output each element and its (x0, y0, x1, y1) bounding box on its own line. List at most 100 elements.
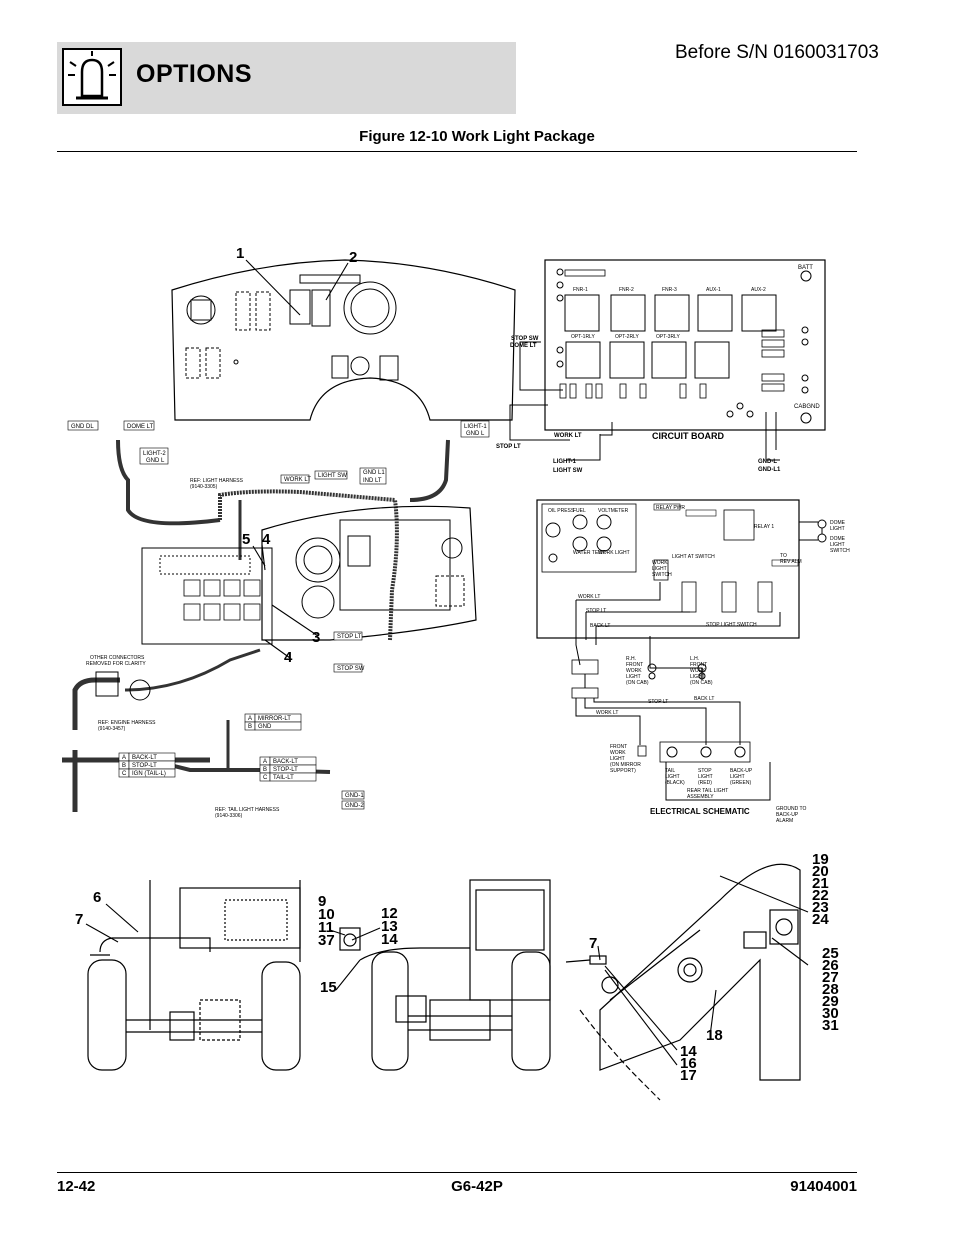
label-work-lt-cb: WORK LT (554, 433, 582, 439)
pin-circuit: STOP-LT (273, 767, 298, 773)
schematic-labels: ELECTRICAL SCHEMATIC RELAY PWR RELAY 1 L… (578, 505, 774, 816)
label-stop-lt-sch: STOP LT (586, 608, 606, 614)
pin-letter: A (248, 716, 252, 722)
label-lh-front-work-light: L.H. (690, 656, 699, 662)
label-stop-lt-lower: STOP LT (648, 699, 668, 705)
schematic-multiline-labels: DOMELIGHTDOMELIGHTSWITCHWORKLIGHTSWITCHT… (548, 508, 850, 824)
relay-label: AUX-2 (751, 287, 766, 293)
callout-31: 31 (822, 1017, 839, 1034)
callout-37: 37 (318, 932, 335, 949)
callout-17: 17 (680, 1067, 697, 1084)
table-cell (254, 721, 302, 731)
label-rh-front-work-light: WORK (626, 668, 642, 674)
label-backup-light: BACK-UP (730, 768, 753, 774)
boom-side-view (565, 863, 801, 1101)
label-rh-front-work-light: LIGHT (626, 674, 641, 680)
table-cell (269, 772, 317, 782)
label-front-work-light: LIGHT (610, 756, 625, 762)
label-gnd-l: GND L (146, 458, 165, 464)
table-cell (128, 768, 176, 778)
callout-11: 11 (318, 919, 334, 936)
callout-4: 4 (262, 531, 271, 548)
label-light-at-switch: LIGHT AT SWITCH (672, 554, 715, 560)
callout-numbers: 1 2 5 4 3 4 6 7 7 15 18 (75, 245, 723, 1044)
callout-23: 23 (812, 899, 829, 916)
label-work-light-switch: WORK (652, 560, 668, 566)
serial-number-note: Before S/N 0160031703 (675, 42, 879, 63)
label-light-1: LIGHT-1 (464, 424, 487, 430)
callout-24: 24 (812, 911, 829, 928)
label-ground-backup-alarm: BACK-UP (776, 812, 799, 818)
callout-25: 25 (822, 945, 839, 962)
schematic-title: ELECTRICAL SCHEMATIC (650, 807, 750, 816)
label-dome-lt: DOME LT (127, 424, 154, 430)
pin-letter: A (122, 755, 126, 761)
gauge-label: VOLTMETER (598, 508, 629, 514)
label-front-work-light: WORK (610, 750, 626, 756)
pin-letter: C (263, 775, 268, 781)
callout-29: 29 (822, 993, 839, 1010)
callout-28: 28 (822, 981, 839, 998)
callout-30: 30 (822, 1005, 839, 1022)
callout-14: 14 (680, 1043, 697, 1060)
header-bar (57, 42, 516, 114)
section-title: OPTIONS (136, 60, 253, 88)
label-cabgnd: CABGND (794, 404, 820, 410)
light-harness (116, 439, 450, 641)
label-gnd-l-cb: GND-L (758, 459, 777, 465)
label-tail-light: (BLACK) (665, 780, 685, 786)
label-stop-light: (RED) (698, 780, 712, 786)
gauge-label: FUEL (573, 508, 586, 514)
dash-panel (171, 259, 516, 421)
footer-rule (57, 1172, 857, 1173)
callout-13: 13 (381, 918, 398, 935)
harness-labels: GND DL DOME LT LIGHT-2 GND L LIGHT-1 GND… (67, 420, 490, 819)
label-work-lt-sch: WORK LT (578, 594, 600, 600)
label-lh-front-work-light: WORK (690, 668, 706, 674)
callout-14: 14 (381, 931, 398, 948)
label-work-light-switch: LIGHT (652, 566, 667, 572)
pin-letter: A (263, 759, 267, 765)
label-back-lt-sch: BACK LT (590, 623, 610, 629)
relay-label: OPT-3RLY (656, 334, 680, 340)
callout-26: 26 (822, 957, 839, 974)
callout-21: 21 (812, 875, 829, 892)
callout-19: 19 (812, 851, 829, 868)
pin-letter: B (122, 763, 126, 769)
label-backup-light: LIGHT (730, 774, 745, 780)
work-light-icon (62, 48, 122, 106)
label-gnd-l1: GND L1 (363, 470, 385, 476)
pin-circuit: GND (258, 724, 272, 730)
label-backup-light: (GREEN) (730, 780, 751, 786)
label-gnd-1: GND-1 (345, 793, 364, 799)
callout-15: 15 (320, 979, 337, 996)
label-gnd-l1-cb: GND-L1 (758, 467, 781, 473)
label-stop-light: STOP (698, 768, 712, 774)
label-work-lt: WORK LT (284, 477, 311, 483)
label-ground-backup-alarm: GROUND TO (776, 806, 806, 812)
figure-title: Figure 12-10 Work Light Package (359, 128, 595, 145)
pin-circuit: MIRROR-LT (258, 716, 291, 722)
label-stop-light-switch: STOP LIGHT SWITCH (706, 622, 757, 628)
label-removed-for-clarity: REMOVED FOR CLARITY (86, 661, 146, 667)
label-to-rev-alm: REV ALM (780, 559, 802, 565)
label-ref-engine-harness-pn: (9140-3457) (98, 726, 126, 732)
callout-16: 16 (680, 1055, 697, 1072)
label-rh-front-work-light: R.H. (626, 656, 636, 662)
label-dome-light-switch: SWITCH (830, 548, 850, 554)
label-ref-tail-harness: REF: TAIL LIGHT HARNESS (215, 807, 280, 813)
label-work-light-switch: SWITCH (652, 572, 672, 578)
label-rh-front-work-light: (ON CAB) (626, 680, 649, 686)
label-dome-light-switch: LIGHT (830, 542, 845, 548)
callout-7: 7 (75, 911, 83, 928)
model-name: G6-42P (451, 1178, 503, 1195)
relay-label: FNR-3 (662, 287, 677, 293)
